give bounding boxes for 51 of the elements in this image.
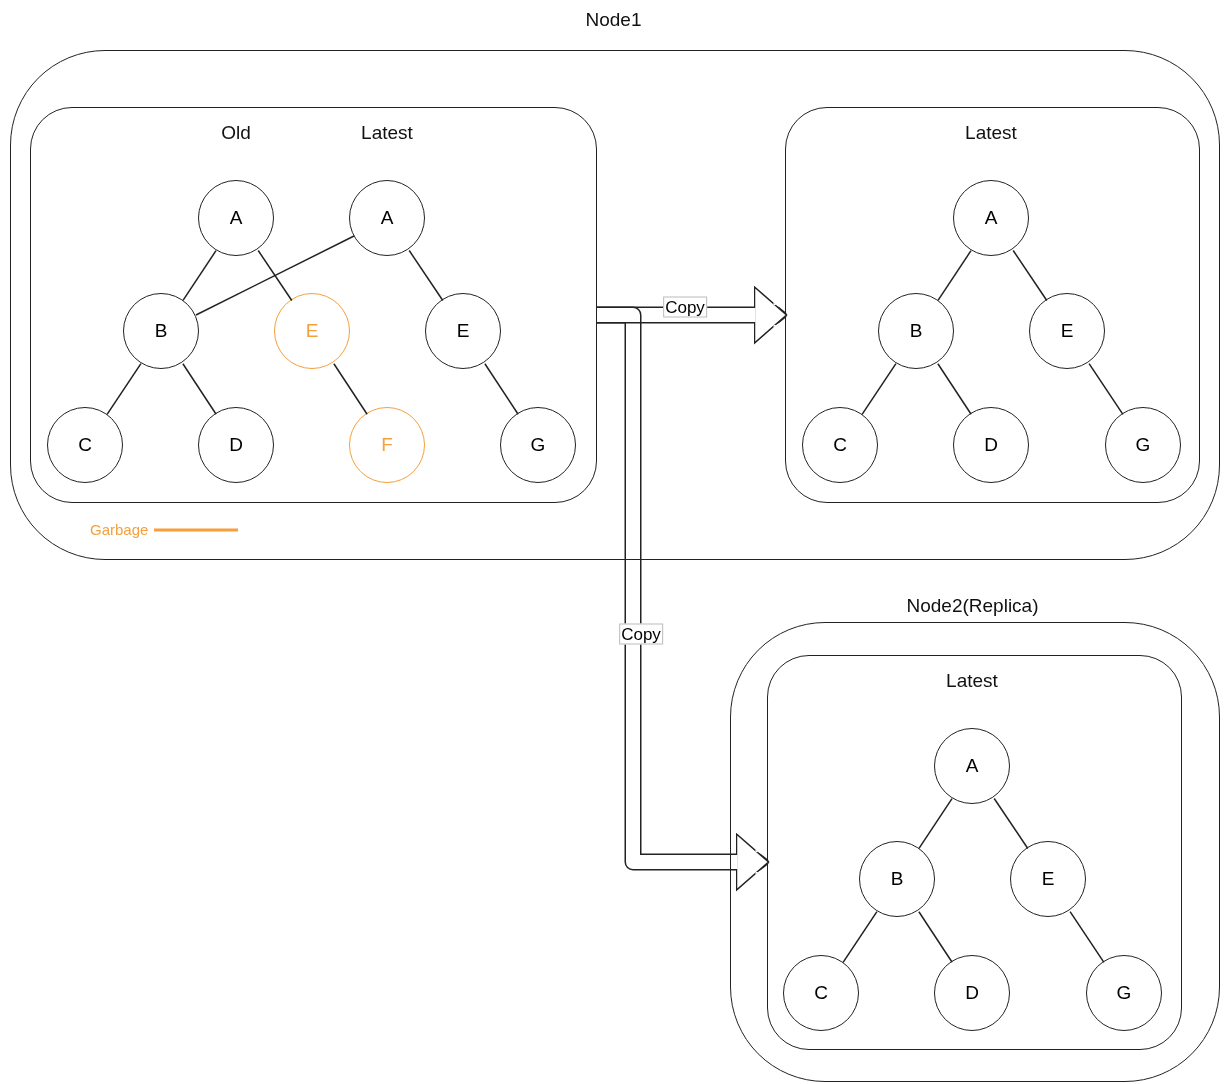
tree-node-circle: B: [859, 841, 935, 917]
edge-label: Copy: [663, 296, 707, 318]
node-title: Node2(Replica): [906, 594, 1039, 617]
tree-node-circle: E: [274, 293, 350, 369]
tree-edge: [937, 363, 972, 415]
tree-panel: [29, 106, 597, 503]
tree-node-circle: B: [878, 293, 954, 369]
tree-node-circle: G: [1086, 955, 1162, 1031]
tree-node-circle: C: [783, 955, 859, 1031]
tree-edge: [182, 363, 217, 415]
legend-label: Garbage: [90, 521, 149, 538]
tree-edge: [1088, 362, 1124, 416]
tree-edge: [842, 910, 878, 964]
tree-node-circle: E: [1010, 841, 1086, 917]
tree-node-circle: A: [349, 180, 425, 256]
tree-edge: [182, 249, 217, 302]
tree-panel: [766, 654, 1182, 1050]
tree-node-circle: C: [47, 407, 123, 483]
tree-edge: [918, 797, 953, 850]
tree-edge: [937, 249, 972, 302]
tree-node-circle: E: [1029, 293, 1105, 369]
tree-edge: [918, 911, 953, 963]
tree-node-circle: F: [349, 407, 425, 483]
tree-panel: [784, 106, 1200, 503]
tree-edge: [861, 362, 897, 416]
tree-edge: [1012, 249, 1048, 302]
tree-node-circle: D: [953, 407, 1029, 483]
tree-heading: Old: [221, 122, 251, 144]
tree-node-circle: G: [1105, 407, 1181, 483]
tree-heading: Latest: [965, 122, 1017, 144]
tree-node-circle: E: [425, 293, 501, 369]
tree-node-circle: G: [500, 407, 576, 483]
tree-node-circle: B: [123, 293, 199, 369]
tree-node-circle: A: [953, 180, 1029, 256]
tree-node-circle: D: [934, 955, 1010, 1031]
tree-edge: [993, 797, 1029, 850]
tree-edge: [408, 249, 444, 302]
tree-node-circle: A: [934, 728, 1010, 804]
tree-heading: Latest: [946, 670, 998, 692]
edge-label: Copy: [619, 623, 663, 645]
tree-edge: [257, 249, 293, 302]
tree-edge: [484, 363, 519, 415]
tree-node-circle: A: [198, 180, 274, 256]
tree-edge: [1069, 910, 1105, 964]
tree-edge: [195, 235, 355, 316]
node-title: Node1: [585, 8, 642, 31]
tree-heading: Latest: [361, 122, 413, 144]
tree-edge: [333, 363, 368, 415]
tree-node-circle: D: [198, 407, 274, 483]
tree-edge: [106, 362, 142, 416]
tree-node-circle: C: [802, 407, 878, 483]
